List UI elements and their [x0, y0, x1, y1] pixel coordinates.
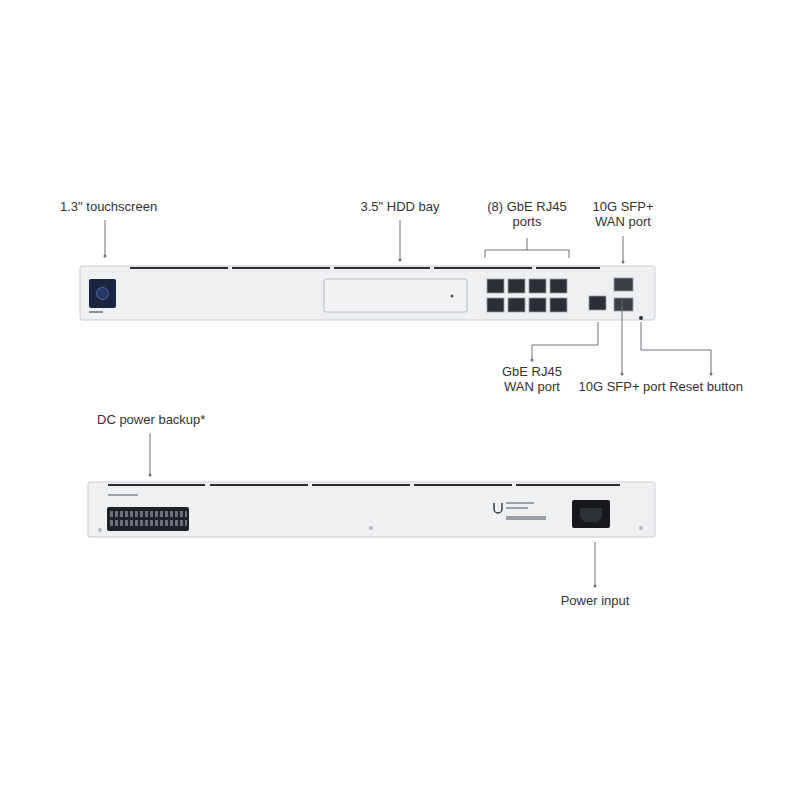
callout-label: Power input: [561, 593, 630, 608]
callout-label: Reset button: [669, 379, 743, 394]
callout-label: GbE RJ45 WAN port: [494, 364, 570, 394]
callout-label: DC power backup*: [97, 412, 205, 427]
callout-label: 1.3" touchscreen: [60, 199, 157, 214]
callout-label: 10G SFP+ port: [578, 379, 665, 394]
callout-label: 10G SFP+ WAN port: [585, 199, 661, 229]
callout-label: 3.5" HDD bay: [360, 199, 439, 214]
callout-label: (8) GbE RJ45 ports: [479, 199, 575, 229]
